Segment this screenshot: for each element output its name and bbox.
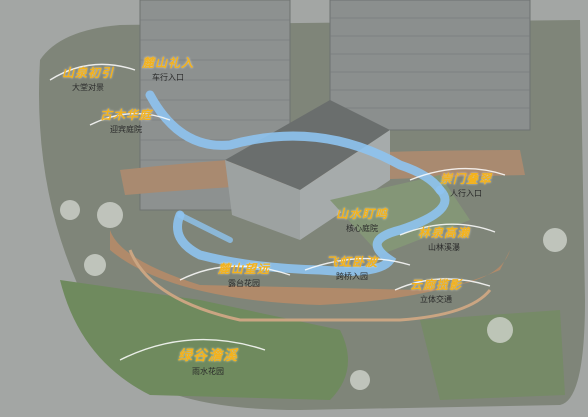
- deck-edge: [128, 249, 492, 322]
- label-sub: 车行入口: [152, 73, 184, 82]
- label-sub: 立体交通: [420, 295, 452, 304]
- label-sub: 山林溪瀑: [428, 243, 460, 252]
- trees: [60, 200, 567, 390]
- label-lushanwang: 麓山望远 露台花园: [218, 260, 270, 289]
- label-feihong: 飞虹卧波 跨桥入园: [326, 253, 378, 282]
- label-sub: 雨水花园: [192, 367, 224, 376]
- label-shanquan: 山泉初引 大堂对景: [62, 64, 114, 93]
- pavilion-roof: [225, 100, 390, 190]
- courtyard: [330, 175, 470, 255]
- label-sub: 跨桥入园: [336, 272, 368, 281]
- label-lvgu: 绿谷澹溪 雨水花园: [178, 345, 238, 377]
- label-sub: 核心庭院: [346, 224, 378, 233]
- label-sub: 迎宾庭院: [110, 125, 142, 134]
- water-streams: [145, 90, 450, 276]
- deck-lower: [110, 230, 510, 305]
- label-gumu: 古木华庭 迎宾庭院: [100, 106, 152, 135]
- tower-east: [329, 0, 531, 131]
- label-shanshui: 山水盯鸣 核心庭院: [336, 205, 388, 234]
- label-title: 云廊揽影: [410, 278, 463, 292]
- label-title: 麓山望远: [218, 262, 271, 276]
- label-title: 麓山礼入: [142, 56, 195, 70]
- label-lushan: 麓山礼入 车行入口: [142, 54, 194, 83]
- label-title: 绿谷澹溪: [178, 348, 238, 364]
- label-swooshes: [49, 63, 506, 361]
- label-title: 山水盯鸣: [336, 207, 389, 221]
- label-sub: 大堂对景: [72, 83, 104, 92]
- label-title: 林泉高濑: [418, 226, 471, 240]
- label-title: 崇门叠翠: [440, 172, 493, 186]
- label-linquan: 林泉高濑 山林溪瀑: [418, 224, 470, 253]
- label-sub: 露台花园: [228, 279, 260, 288]
- label-title: 飞虹卧波: [326, 255, 379, 269]
- label-yunlang: 云廊揽影 立体交通: [410, 276, 462, 305]
- lawn-east: [420, 310, 565, 400]
- label-sub: 人行入口: [450, 189, 482, 198]
- pavilion-face-left: [225, 160, 300, 240]
- tower-east-grid: [330, 17, 530, 109]
- label-chongmen: 崇门叠翠 人行入口: [440, 170, 492, 199]
- label-title: 古木华庭: [100, 108, 153, 122]
- label-title: 山泉初引: [62, 66, 115, 80]
- pavilion-face-right: [300, 130, 390, 240]
